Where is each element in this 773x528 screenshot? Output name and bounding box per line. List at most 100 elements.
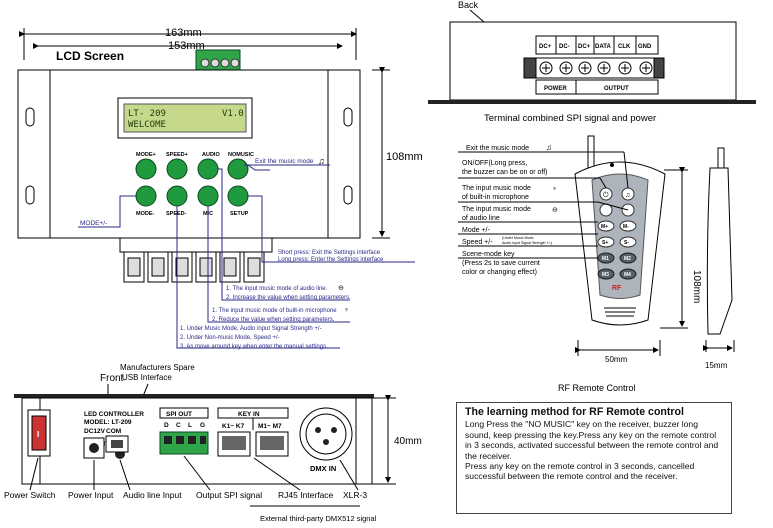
remote-mic-icon: ♆ [552,186,557,193]
music-note-icon: ♫ [318,156,325,166]
back-label-1: DC+ [539,44,552,50]
back-label-4: DATA [595,44,611,50]
btn-speed-minus-label: SPEED- [166,211,187,217]
remote-onoff-note-2: the buzzer can be on or off) [462,169,547,176]
remote-line-note-1: The input music mode [462,206,531,213]
remote-onoff-note-1: ON/OFF(Long press, [462,160,527,167]
spi-pin-g: G [200,422,205,429]
remote-line-icon: ⊖ [552,207,558,214]
note-speed-2: 2. Under Non-music Mode, Speed +/- [180,335,280,341]
remote-scene-note-1: Scene-mode key [462,251,515,258]
key-s-plus-label: S+ [602,240,608,246]
remote-line-note-2: of audio line [462,215,500,222]
audio-button[interactable] [197,158,219,180]
spi-pin-c: C [176,422,181,429]
lbl-rj45: RJ45 Interface [278,490,334,500]
back-label-5: CLK [618,44,631,50]
top-device: 163mm 153mm LCD Screen LT- 209 V1.0 WELC… [17,27,423,350]
dc12v-label: DC12V [84,428,106,435]
back-output-label: OUTPUT [604,86,629,92]
spi-pin-d: D [164,422,169,429]
btn-setup-label: SETUP [230,211,249,217]
front-dim-40: 40mm [394,436,422,447]
note-mode: MODE+/- [80,220,107,227]
remote-mic-note-2: of built-in microphone [462,194,529,201]
front-title: Front [100,373,124,384]
learning-method-box: The learning method for RF Remote contro… [456,402,732,514]
lbl-power-switch: Power Switch [4,490,56,500]
back-panel: Back DC+ DC- DC+ DATA CLK GND POWER OUTP… [428,0,756,124]
key-s-minus-label: S- [624,240,629,246]
key-in-k: K1~ K7 [222,423,245,430]
setup-button[interactable] [227,185,249,207]
remote-scene-note-3: color or changing effect) [462,269,537,276]
remote-line-key[interactable] [599,203,613,217]
key-m2-label: M2 [624,256,631,262]
lcd-display [123,103,247,133]
remote-speed-small-2: Audio input Signal Strength +/-) [502,241,552,245]
remote-m4-key[interactable] [619,268,637,280]
remote-m-plus-key[interactable] [597,220,615,232]
btn-speed-plus-label: SPEED+ [166,152,188,158]
mfr-usb-1: Manufacturers Spare [120,363,195,372]
speed-plus-button[interactable] [166,158,188,180]
key-m4-label: M4 [624,272,631,278]
bottom-connectors [119,237,273,283]
lbl-xlr3: XLR-3 [343,490,367,500]
back-label-2: DC- [559,44,570,50]
remote-m2-key[interactable] [619,252,637,264]
note-exit-music: Exit the music mode [255,158,314,165]
note-mic-1: 1. The input music mode of built-in micr… [212,308,337,314]
audio-line-icon: ⊖ [338,285,344,292]
remote-m3-key[interactable] [597,268,615,280]
back-label-3: DC+ [578,44,591,50]
speed-minus-button[interactable] [166,185,188,207]
side-antenna [717,147,725,169]
mode-minus-button[interactable] [135,185,157,207]
btn-mode-plus-label: MODE+ [136,152,156,158]
nomusic-button[interactable] [227,158,249,180]
exit-music-icon: ♫ [625,192,630,199]
dim-153-label: 153mm [168,40,205,52]
audio-note-icon: ♫ [102,438,109,448]
btn-audio-label: AUDIO [202,152,220,158]
mode-plus-button[interactable] [135,158,157,180]
lbl-output-spi: Output SPI signal [196,490,262,500]
power-icon: ⏻ [603,191,609,199]
mic-button[interactable] [197,185,219,207]
remote-scene-note-2: (Press 2s to save current [462,260,540,267]
back-label-6: GND [638,44,652,50]
remote-s-plus-key[interactable] [597,236,615,248]
model-line-1: LED CONTROLLER [84,411,144,418]
key-m-minus-label: M- [623,224,629,230]
model-line-2: MODEL: LT-209 [84,419,132,426]
dmx-in-label: DMX IN [310,464,336,473]
key-in-m: M1~ M7 [258,423,282,430]
remote-s-minus-key[interactable] [619,236,637,248]
note-speed-3: 3. As move around key when enter the man… [180,344,328,350]
remote-exit-music-note: Exit the music mode [466,145,529,152]
key-m1-label: M1 [602,256,609,262]
note-mic-2: 2. Reduce the value when setting paramet… [212,317,335,323]
front-panel: Front Manufacturers Spare USB Interface … [4,363,422,523]
remote-dim-15: 15mm [705,361,728,370]
back-title: Back [458,0,479,10]
remote-m-minus-key[interactable] [619,220,637,232]
note-audio-2: 2. Increase the value when setting param… [226,295,351,301]
note-setup-1: Short press: Exit the Settings interface [278,250,381,256]
lcd-line2: WELCOME [128,120,166,130]
remote-mode-note: Mode +/- [462,227,490,234]
lcd-line1-right: V1.0 [222,109,244,119]
learning-title: The learning method for RF Remote contro… [465,406,684,418]
lcd-line1-left: LT- 209 [128,109,166,119]
remote-caption: RF Remote Control [558,383,636,393]
remote-mic-note-1: The input music mode [462,185,531,192]
btn-nomusic-label: NOMUSIC [228,152,254,158]
remote-dim-50: 50mm [605,355,628,364]
learning-paragraph-2: Press any key on the remote control in 3… [465,461,695,482]
remote-speed-note: Speed +/- [462,239,493,246]
dim-163-label: 163mm [165,27,202,39]
remote-speed-small-1: (Under Music Mode, [502,236,534,240]
back-base-bar [428,100,756,104]
